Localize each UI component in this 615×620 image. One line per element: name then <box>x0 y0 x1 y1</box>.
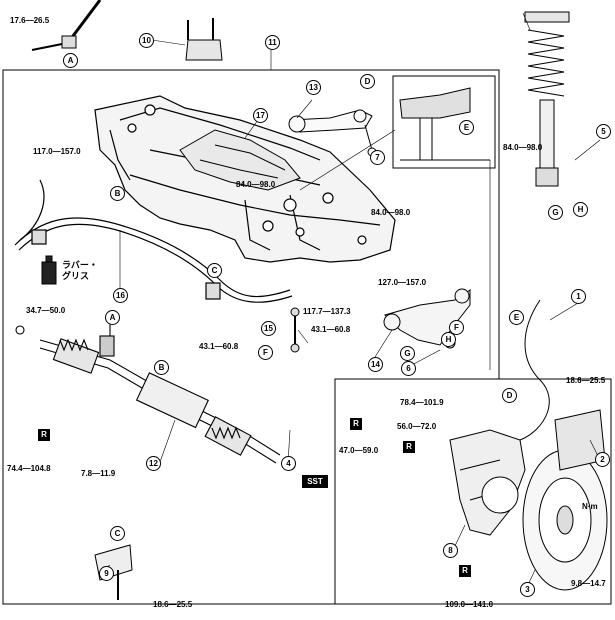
callout-14: 14 <box>368 357 383 372</box>
callout-2: 2 <box>595 452 610 467</box>
torque-label: 117.0—157.0 <box>33 147 81 156</box>
replace-marker: R <box>459 565 471 577</box>
steering-shaft <box>31 0 102 51</box>
sst-marker: SST <box>302 475 328 488</box>
knuckle-frame <box>334 378 612 605</box>
ref-letter-a: A <box>105 310 120 325</box>
torque-label: 9.8—14.7 <box>571 579 606 588</box>
callout-8: 8 <box>443 543 458 558</box>
ref-letter-e: E <box>509 310 524 325</box>
callout-11: 11 <box>265 35 280 50</box>
torque-label: 7.8—11.9 <box>81 469 116 478</box>
torque-label: 47.0—59.0 <box>339 446 379 455</box>
ref-letter-c: C <box>207 263 222 278</box>
ref-letter-b: B <box>110 186 125 201</box>
replace-marker: R <box>38 429 50 441</box>
ref-letter-f: F <box>258 345 273 360</box>
grease-bottle-icon <box>41 255 57 285</box>
callout-12: 12 <box>146 456 161 471</box>
torque-label: 17.6—26.5 <box>10 16 50 25</box>
stabilizer-link <box>290 307 300 353</box>
torque-label: 74.4—104.8 <box>7 464 51 473</box>
torque-label: 117.7—137.3 <box>303 307 351 316</box>
torque-label: 109.0—141.0 <box>445 600 494 609</box>
unit-label: N·m <box>582 502 598 511</box>
torque-label: 78.4—101.9 <box>400 398 444 407</box>
callout-5: 5 <box>596 124 611 139</box>
ref-letter-b: B <box>154 360 169 375</box>
torque-label: 84.0—98.0 <box>503 143 543 152</box>
knuckle-assembly <box>449 299 608 591</box>
lower-arm <box>383 288 471 349</box>
torque-label: 84.0—98.0 <box>371 208 411 217</box>
ref-letter-d: D <box>502 388 517 403</box>
callout-6: 6 <box>401 361 416 376</box>
steering-gear <box>15 320 296 471</box>
callout-17: 17 <box>253 108 268 123</box>
grease-note: ラバー・ グリス <box>62 260 98 281</box>
callout-13: 13 <box>306 80 321 95</box>
callout-15: 15 <box>261 321 276 336</box>
callout-9: 9 <box>99 566 114 581</box>
torque-label: 18.6—25.5 <box>153 600 193 609</box>
torque-label: 43.1—60.8 <box>199 342 239 351</box>
shock-absorber <box>524 11 570 187</box>
detail-inset <box>392 75 496 169</box>
callout-1: 1 <box>571 289 586 304</box>
replace-marker: R <box>350 418 362 430</box>
torque-label: 18.6—25.5 <box>566 376 606 385</box>
callout-3: 3 <box>520 582 535 597</box>
callout-10: 10 <box>139 33 154 48</box>
torque-label: 43.1—60.8 <box>311 325 351 334</box>
replace-marker: R <box>403 441 415 453</box>
ref-letter-c: C <box>110 526 125 541</box>
ref-letter-d: D <box>360 74 375 89</box>
ref-letter-e: E <box>459 120 474 135</box>
torque-label: 127.0—157.0 <box>378 278 427 287</box>
upper-arm <box>288 109 377 157</box>
callout-7: 7 <box>370 150 385 165</box>
torque-label: 56.0—72.0 <box>397 422 437 431</box>
callout-16: 16 <box>113 288 128 303</box>
stabilizer-bar <box>14 179 293 303</box>
ref-letter-h: H <box>441 332 456 347</box>
mount-10 <box>185 18 223 61</box>
cover-part-17 <box>179 129 301 191</box>
torque-label: 84.0—98.0 <box>236 180 276 189</box>
ref-letter-g: G <box>400 346 415 361</box>
callout-4: 4 <box>281 456 296 471</box>
ref-letter-a: A <box>63 53 78 68</box>
ref-letter-h: H <box>573 202 588 217</box>
torque-label: 34.7—50.0 <box>26 306 66 315</box>
ref-letter-g: G <box>548 205 563 220</box>
ref-letter-f: F <box>449 320 464 335</box>
